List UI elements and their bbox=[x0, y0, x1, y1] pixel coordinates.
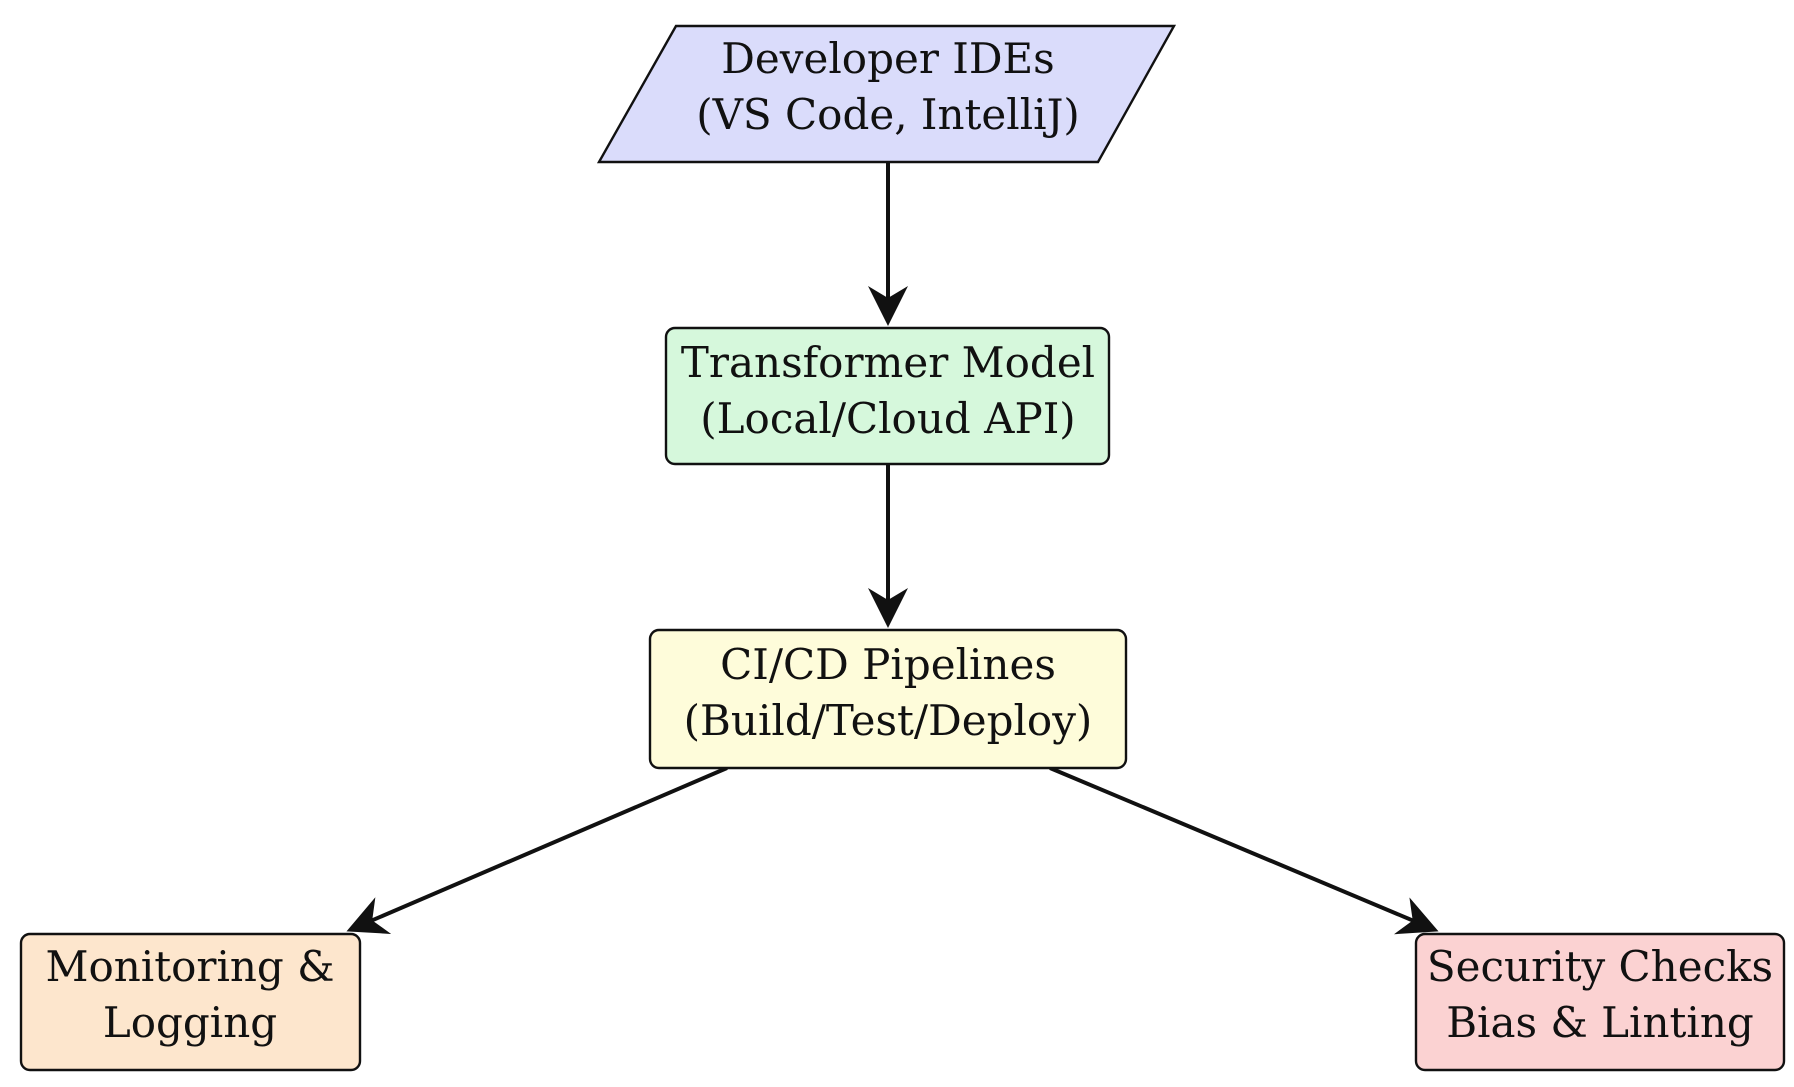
node-model-line-2: (Local/Cloud API) bbox=[700, 394, 1075, 443]
node-model-line-1: Transformer Model bbox=[681, 338, 1095, 387]
node-cicd-line-2: (Build/Test/Deploy) bbox=[684, 696, 1093, 745]
node-ides-line-2: (VS Code, IntelliJ) bbox=[696, 90, 1080, 139]
node-model-shape bbox=[664, 326, 1111, 466]
node-security-checks: Security Checks Bias & Linting bbox=[1414, 932, 1786, 1072]
node-cicd-line-1: CI/CD Pipelines bbox=[720, 640, 1056, 689]
edges bbox=[346, 162, 1439, 935]
node-cicd-shape bbox=[648, 628, 1128, 770]
node-monitoring-line-2: Logging bbox=[103, 998, 277, 1047]
node-developer-ides: Developer IDEs (VS Code, IntelliJ) bbox=[596, 24, 1177, 164]
node-cicd-pipelines: CI/CD Pipelines (Build/Test/Deploy) bbox=[648, 628, 1128, 770]
arrow-cicd-to-monitoring bbox=[346, 766, 728, 934]
arrow-cicd-to-security bbox=[1049, 766, 1439, 935]
node-monitoring-logging: Monitoring & Logging bbox=[19, 932, 362, 1072]
node-transformer-model: Transformer Model (Local/Cloud API) bbox=[664, 326, 1111, 466]
node-security-shape bbox=[1414, 932, 1786, 1072]
node-ides-line-1: Developer IDEs bbox=[721, 34, 1054, 83]
node-security-line-1: Security Checks bbox=[1427, 942, 1773, 991]
node-security-line-2: Bias & Linting bbox=[1446, 998, 1754, 1047]
node-monitoring-line-1: Monitoring & bbox=[45, 942, 334, 991]
node-ides-shape bbox=[596, 24, 1177, 164]
node-monitoring-shape bbox=[19, 932, 362, 1072]
